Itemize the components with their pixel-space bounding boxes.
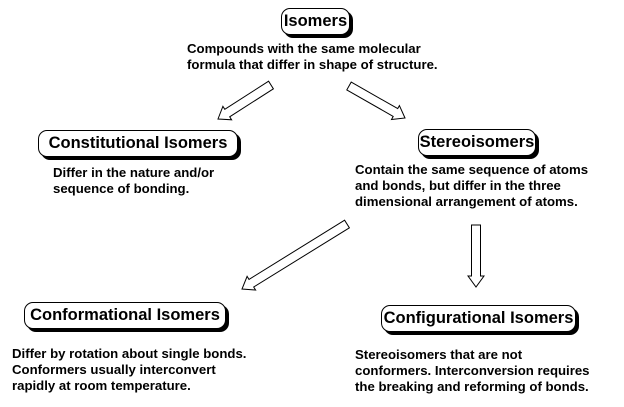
stereoisomers-box: Stereoisomers [418,129,536,156]
isomers-box: Isomers [281,8,350,35]
isomers-desc-line: formula that differ in shape of structur… [187,57,438,72]
constitutional-isomers-box: Constitutional Isomers [38,130,238,157]
configurational-desc-line: Stereoisomers that are not [355,347,523,362]
constitutional-isomers-description: Differ in the nature and/or sequence of … [53,165,214,197]
conformational-desc-line: Conformers usually interconvert [12,362,216,377]
stereoisomers-desc-line: and bonds, but differ in the three [355,178,561,193]
stereoisomers-description: Contain the same sequence of atoms and b… [355,162,588,210]
configurational-desc-line: conformers. Interconversion requires [355,363,590,378]
isomers-title: Isomers [283,12,348,31]
isomers-desc-line: Compounds with the same molecular [187,41,421,56]
conformational-isomers-description: Differ by rotation about single bonds. C… [12,346,246,394]
stereoisomers-desc-line: Contain the same sequence of atoms [355,162,589,177]
conformational-desc-line: rapidly at room temperature. [12,378,191,393]
conformational-isomers-title: Conformational Isomers [30,306,220,325]
arrow-stereoisomers-to-configurational [467,224,485,288]
constitutional-desc-line: Differ in the nature and/or [53,165,215,180]
conformational-desc-line: Differ by rotation about single bonds. [12,346,247,361]
configurational-isomers-box: Configurational Isomers [381,305,576,332]
arrow-stereoisomers-to-conformational [241,219,351,291]
constitutional-desc-line: sequence of bonding. [53,181,190,196]
arrow-isomers-to-constitutional [217,80,275,121]
constitutional-isomers-title: Constitutional Isomers [48,134,228,153]
stereoisomers-desc-line: dimensional arrangement of atoms. [355,194,578,209]
arrow-isomers-to-stereoisomers [346,81,406,121]
conformational-isomers-box: Conformational Isomers [24,302,226,329]
configurational-isomers-title: Configurational Isomers [383,309,574,328]
isomers-description: Compounds with the same molecular formul… [187,41,438,73]
configurational-isomers-description: Stereoisomers that are not conformers. I… [355,347,590,395]
configurational-desc-line: the breaking and reforming of bonds. [355,379,589,394]
stereoisomers-title: Stereoisomers [419,133,535,152]
